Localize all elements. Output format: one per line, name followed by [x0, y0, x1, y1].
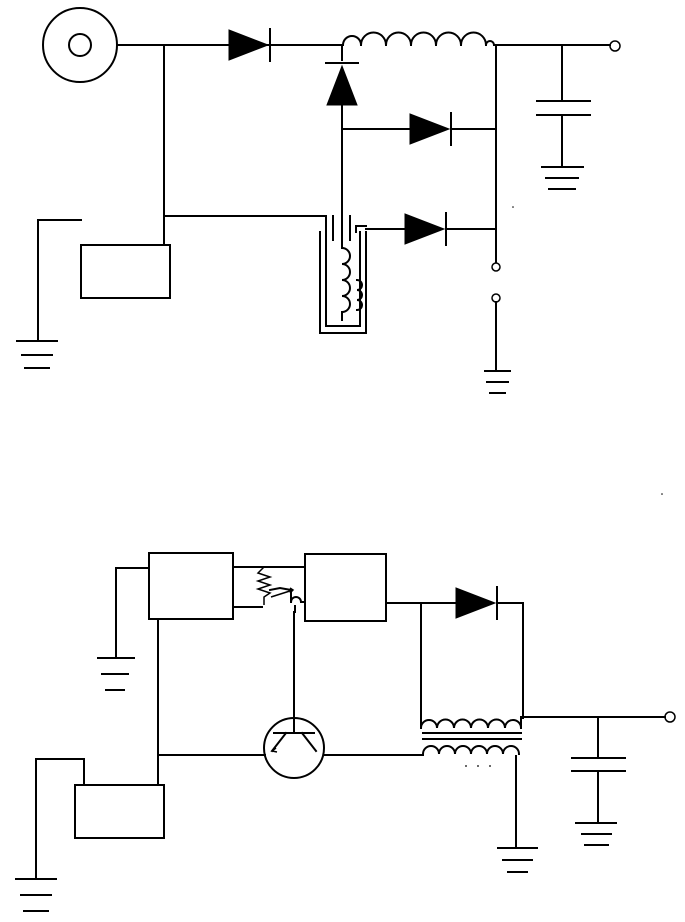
lower-circuit — [15, 552, 676, 912]
switch-contact-upper — [491, 262, 501, 272]
upper-circuit — [16, 7, 621, 394]
ground-transformer — [497, 847, 538, 873]
variable-resistor — [232, 566, 306, 613]
ground-upper-box — [97, 657, 135, 691]
control-box-upper-left — [148, 552, 234, 620]
ground-box-top — [16, 340, 58, 369]
transformer-coil-lower — [421, 745, 521, 756]
ground-capacitor-top — [541, 166, 584, 190]
output-terminal-top — [609, 40, 621, 52]
transistor — [263, 611, 424, 779]
transformer-coil-upper — [419, 718, 523, 730]
capacitor-bottom — [571, 716, 626, 823]
control-box-top — [80, 244, 171, 299]
switch-contact-lower — [491, 293, 501, 303]
ground-switch — [484, 370, 511, 394]
inductor-coil-top — [341, 31, 496, 47]
diode-lower — [404, 212, 447, 246]
diode-vertical — [325, 44, 359, 219]
ground-lower-box — [15, 878, 57, 912]
ground-capacitor-bottom — [575, 822, 617, 846]
wire-box-ground-top — [37, 219, 82, 341]
diode-middle — [409, 112, 452, 146]
signal-source — [42, 7, 118, 83]
diode-lower-circuit — [455, 586, 498, 620]
wire-upper-box-ground — [115, 567, 150, 658]
solenoid-coil — [319, 215, 367, 334]
logic-box — [304, 553, 387, 622]
wire-lower-box-ground — [35, 758, 85, 879]
output-terminal-bottom — [664, 711, 676, 723]
control-box-lower-left — [74, 784, 165, 839]
capacitor-top — [536, 44, 591, 167]
diode-top — [228, 28, 271, 62]
